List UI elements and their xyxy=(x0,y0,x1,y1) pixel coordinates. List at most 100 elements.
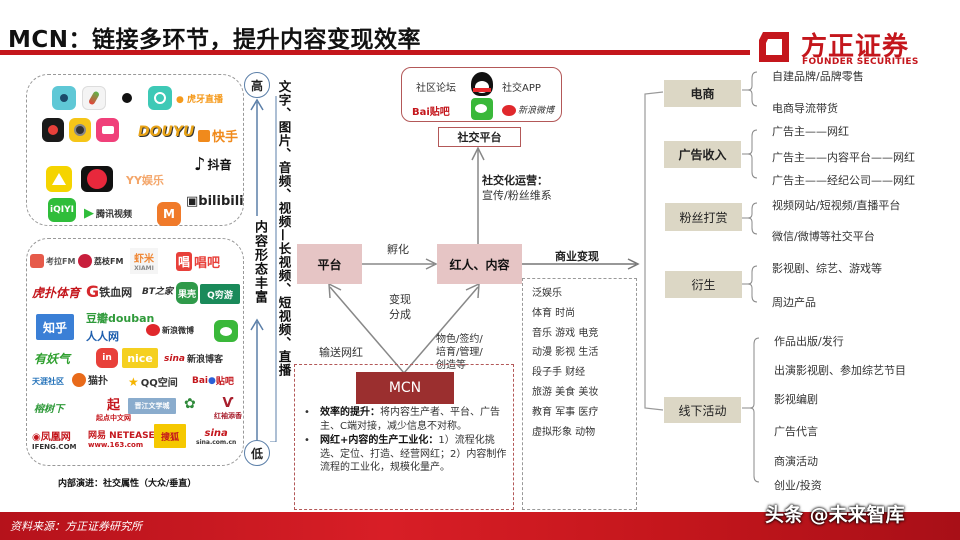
low-marker: 低 xyxy=(244,440,270,466)
app-icon-xigua xyxy=(81,166,113,192)
logo-lizhi-fm: 荔枝FM xyxy=(78,254,123,268)
founder-logo-icon xyxy=(759,32,789,62)
app-icon-guoke: 果壳 xyxy=(176,282,198,304)
logo-qidian: 起起点中文网 xyxy=(96,398,131,422)
revenue-advertising: 广告收入 xyxy=(664,141,741,168)
logo-baidu-tieba: Bai●贴吧 xyxy=(192,375,234,388)
social-platform-box: 社交平台 xyxy=(438,127,521,147)
scout-label: 物色/签约/ 培育/管理/ 创造等 xyxy=(436,334,483,371)
revenue-derivatives: 衍生 xyxy=(665,271,742,298)
logo-rongshuxia: 榕树下 xyxy=(34,404,64,415)
app-icon-lishipin xyxy=(46,166,72,192)
video-platform-logos: ● 虎牙直播 DOUYU 快手 YY娱乐 ♪抖音 iQIYI ▶腾讯视频 M ▣… xyxy=(26,74,244,226)
app-icon-yizhibo xyxy=(116,88,138,108)
high-marker: 高 xyxy=(244,72,270,98)
revenue-item: 广告主——经纪公司——网红 xyxy=(772,174,915,187)
weibo-icon xyxy=(502,105,516,116)
social-operation-desc: 宣传/粉丝维系 xyxy=(482,189,552,202)
app-icon-mangotv: M xyxy=(157,202,181,226)
logo-renren: 人人网 xyxy=(86,330,119,343)
app-icon-miaopai xyxy=(42,118,64,142)
app-icon-nice: nice xyxy=(122,348,158,368)
influencer-content-node: 红人、内容 xyxy=(437,244,522,284)
category-item: 音乐 游戏 电竞 xyxy=(532,327,599,339)
logo-qzone: ★QQ空间 xyxy=(128,374,178,390)
mcn-point: • 网红+内容的生产工业化：1）流程化挑选、定位、打造、经营网红；2）内容制作流… xyxy=(304,434,510,475)
revenue-offline: 线下活动 xyxy=(664,397,741,423)
app-icon-sohu: 搜狐 xyxy=(154,424,186,448)
app-icon-huajiao xyxy=(69,118,91,142)
social-operation-title: 社交化运营： xyxy=(482,174,548,187)
category-item: 体育 时尚 xyxy=(532,307,576,319)
revenue-item: 影视编剧 xyxy=(774,393,818,406)
forum-label: 社区论坛 xyxy=(416,83,456,94)
bullet: • xyxy=(304,435,310,446)
baidu-tieba-logo: Bai贴吧 xyxy=(412,107,450,118)
logo-douyu: DOUYU xyxy=(138,124,195,140)
mcn-description-box xyxy=(294,364,514,510)
page-title: MCN：链接多环节，提升内容变现效率 xyxy=(8,27,422,53)
category-item: 动漫 影视 生活 xyxy=(532,347,599,359)
category-item: 泛娱乐 xyxy=(532,288,562,299)
logo-hongxiu: ✿ xyxy=(184,396,196,412)
platform-node: 平台 xyxy=(297,244,362,284)
video-platforms-group xyxy=(26,74,244,226)
logo-changba: 唱唱吧 xyxy=(176,252,220,271)
app-icon-qiongyou: Q穷游 xyxy=(200,284,240,304)
logo-douban: 豆瓣douban xyxy=(86,312,155,325)
revenue-item: 出演影视剧、参加综艺节目 xyxy=(774,364,906,377)
mcn-point-text: 将内容生产者、平台、广告主、C端对接，减少信息不对称。 xyxy=(320,407,500,432)
logo-yy: YY娱乐 xyxy=(126,174,164,187)
revenue-item: 广告主——网红 xyxy=(772,125,849,138)
revenue-item: 商演活动 xyxy=(774,455,818,468)
logo-bilibili: ▣bilibili xyxy=(186,194,244,209)
revenue-item: 影视剧、综艺、游戏等 xyxy=(772,262,882,275)
source-note: 资料来源：方正证券研究所 xyxy=(10,520,142,533)
mcn-point: • 效率的提升：将内容生产者、平台、广告主、C端对接，减少信息不对称。 xyxy=(304,406,510,433)
mcn-point-text: 1）流程化挑选、定位、打造、经营网红；2）内容制作流程的工业化，规模化量产。 xyxy=(320,435,507,473)
logo-mop: 猫扑 xyxy=(72,372,108,387)
incubate-label: 孵化 xyxy=(387,243,409,256)
logo-tianya: 天涯社区 xyxy=(32,377,64,386)
revenue-item: 作品出版/发行 xyxy=(774,335,844,348)
revenue-item: 自建品牌/品牌零售 xyxy=(772,70,864,83)
logo-english: FOUNDER SECURITIES xyxy=(802,57,919,67)
logo-weibo: 新浪微博 xyxy=(146,324,194,336)
logo-douyin: ♪抖音 xyxy=(194,154,232,175)
monetize-label: 商业变现 xyxy=(555,250,599,263)
qq-icon xyxy=(471,72,493,96)
axis-arrows xyxy=(250,96,277,442)
weibo-logo: 新浪微博 xyxy=(502,103,554,116)
revenue-item: 电商导流带货 xyxy=(772,102,838,115)
app-icon-yingke xyxy=(148,86,172,110)
app-icon-jinjiang: 晋江文学城 xyxy=(128,398,176,414)
social-platforms-group xyxy=(26,238,244,466)
app-icon-zhihu: 知乎 xyxy=(36,314,74,340)
bullet: • xyxy=(304,407,310,418)
title-underline xyxy=(0,50,750,55)
mcn-point-title: 效率的提升： xyxy=(320,407,380,418)
logo-kaola-fm: 考拉FM xyxy=(30,254,75,268)
logo-huya: ● 虎牙直播 xyxy=(176,95,223,105)
logo-hupu: 虎扑体育 xyxy=(32,286,81,300)
mcn-node: MCN xyxy=(356,372,454,404)
category-item: 虚拟形象 动物 xyxy=(532,426,596,438)
revenue-item: 微信/微博等社交平台 xyxy=(772,230,875,243)
revenue-item: 创业/投资 xyxy=(774,479,822,492)
revenue-item: 视频网站/短视频/直播平台 xyxy=(772,199,901,212)
mcn-points: • 效率的提升：将内容生产者、平台、广告主、C端对接，减少信息不对称。 • 网红… xyxy=(304,406,510,475)
weibo-text: 新浪微博 xyxy=(518,106,555,116)
social-app-label: 社交APP xyxy=(502,83,541,94)
revenue-item: 周边产品 xyxy=(772,296,816,309)
revenue-fan-tipping: 粉丝打赏 xyxy=(665,203,742,231)
app-icon-lajiao xyxy=(82,86,106,110)
app-icon-wechat xyxy=(214,320,238,342)
